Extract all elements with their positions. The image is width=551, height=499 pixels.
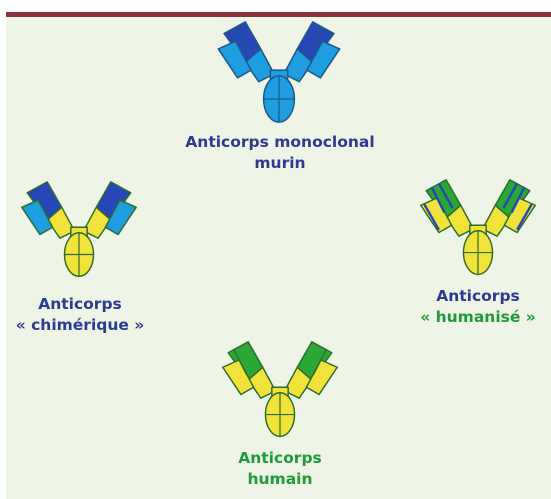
label-chimerique-line2: « chimérique »: [10, 315, 150, 336]
label-chimerique: Anticorps « chimérique »: [10, 294, 150, 336]
label-chimerique-line1: Anticorps: [10, 294, 150, 315]
label-murin-line1: Anticorps monoclonal: [175, 132, 385, 153]
label-humain-line2: humain: [210, 469, 350, 490]
label-humain: Anticorps humain: [210, 448, 350, 490]
label-humanise-line2: « humanisé »: [408, 307, 548, 328]
top-accent-bar: [6, 12, 551, 17]
label-humain-line1: Anticorps: [210, 448, 350, 469]
label-humanise-line1: Anticorps: [408, 286, 548, 307]
antibody-chimerique-icon: [20, 180, 138, 280]
label-murin-line2: murin: [175, 153, 385, 174]
label-humanise: Anticorps « humanisé »: [408, 286, 548, 328]
antibody-murin-icon: [206, 20, 352, 126]
antibody-humain-icon: [218, 340, 342, 440]
antibody-humanise-icon: [414, 178, 542, 278]
label-murin: Anticorps monoclonal murin: [175, 132, 385, 174]
